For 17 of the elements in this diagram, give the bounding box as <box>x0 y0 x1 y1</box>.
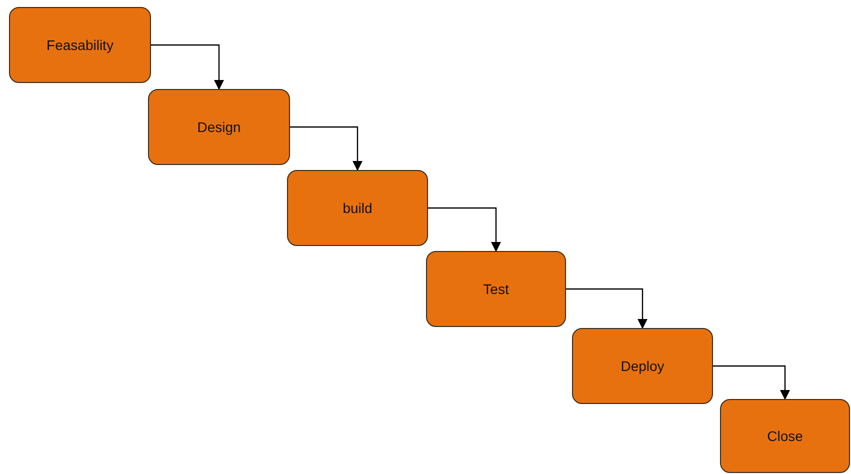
box-label: Design <box>197 119 241 135</box>
arrow <box>290 126 362 171</box>
arrow <box>428 207 501 252</box>
process-box <box>720 399 850 473</box>
box-label: Close <box>767 428 803 444</box>
box-label: Deploy <box>620 358 664 374</box>
arrow <box>566 288 648 329</box>
box-label: Feasability <box>46 37 114 53</box>
process-box <box>572 328 713 404</box>
process-box <box>148 89 290 165</box>
box-label: build <box>342 200 372 216</box>
arrow <box>151 44 224 90</box>
process-box <box>426 251 566 327</box>
process-box <box>9 7 151 83</box>
box-label: Test <box>483 281 509 297</box>
process-box <box>287 170 428 246</box>
arrow <box>713 365 790 400</box>
